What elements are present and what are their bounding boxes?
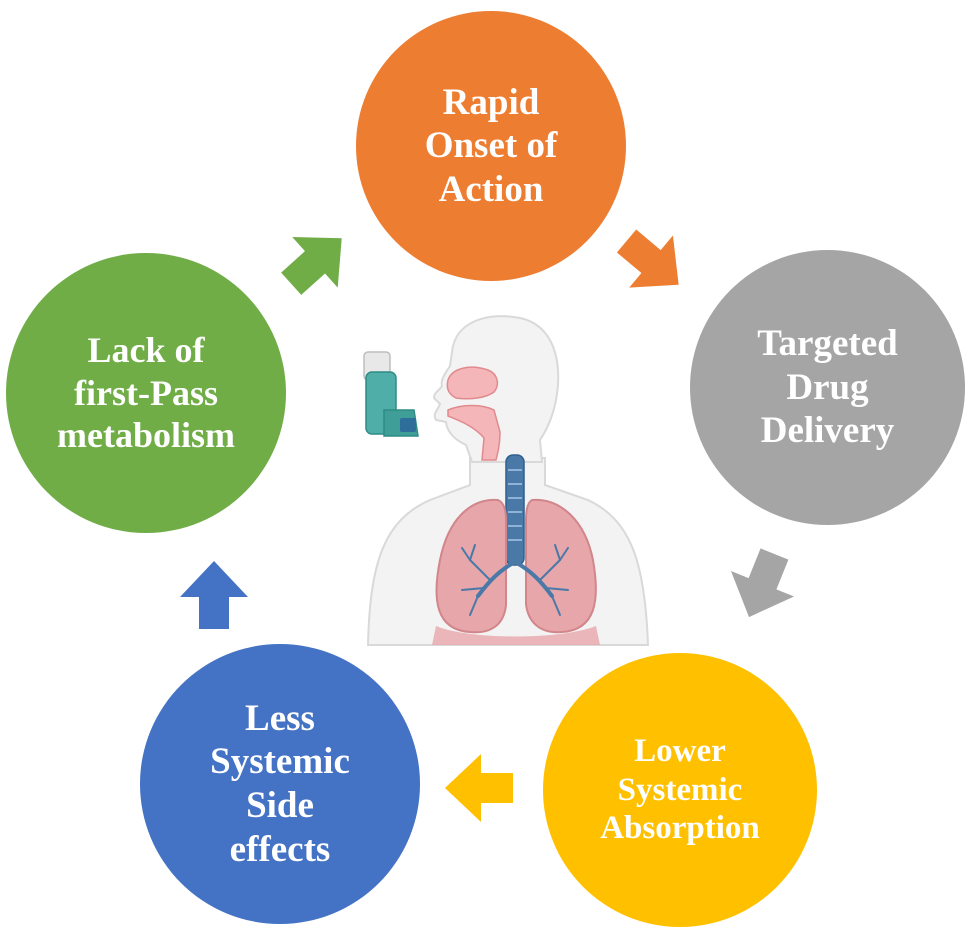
- node-label-line: effects: [229, 828, 331, 870]
- nasal-cavity: [446, 366, 499, 400]
- trachea-rings: [508, 469, 522, 541]
- node-label-line: first-Pass: [74, 372, 218, 413]
- inhaler-icon: [363, 351, 419, 437]
- bronchi: [476, 560, 554, 598]
- trachea: [505, 454, 525, 566]
- node-less-side-effects-label: Less Systemic Side effects: [210, 697, 350, 872]
- node-label-line: Delivery: [760, 410, 895, 452]
- node-label-line: Less: [245, 697, 315, 739]
- node-label-line: metabolism: [57, 415, 235, 456]
- node-label-line: Onset of: [424, 125, 558, 167]
- node-targeted-delivery-label: Targeted Drug Delivery: [757, 322, 897, 453]
- right-lung: [525, 498, 597, 634]
- node-label-line: Action: [438, 168, 544, 210]
- node-label-line: Absorption: [600, 810, 760, 847]
- node-less-side-effects: Less Systemic Side effects: [140, 644, 420, 924]
- node-label-line: Side: [246, 785, 314, 826]
- node-label-line: Drug: [786, 366, 869, 408]
- node-label-line: Systemic: [617, 771, 743, 808]
- node-lack-first-pass-label: Lack of first-Pass metabolism: [57, 329, 235, 456]
- bronchioles: [461, 544, 569, 616]
- node-lack-first-pass: Lack of first-Pass metabolism: [6, 253, 286, 533]
- node-lower-absorption: Lower Systemic Absorption: [543, 653, 817, 927]
- node-lower-absorption-label: Lower Systemic Absorption: [600, 732, 760, 849]
- node-rapid-onset-label: Rapid Onset of Action: [425, 81, 558, 212]
- node-rapid-onset: Rapid Onset of Action: [356, 11, 626, 281]
- node-label-line: Systemic: [210, 741, 350, 783]
- diaphragm: [432, 626, 600, 645]
- node-label-line: Lower: [634, 732, 726, 769]
- left-lung: [435, 498, 507, 634]
- pharynx: [447, 404, 501, 461]
- node-targeted-delivery: Targeted Drug Delivery: [690, 250, 965, 525]
- node-label-line: Rapid: [442, 81, 540, 123]
- node-label-line: Lack of: [87, 330, 205, 371]
- node-label-line: Targeted: [757, 323, 898, 365]
